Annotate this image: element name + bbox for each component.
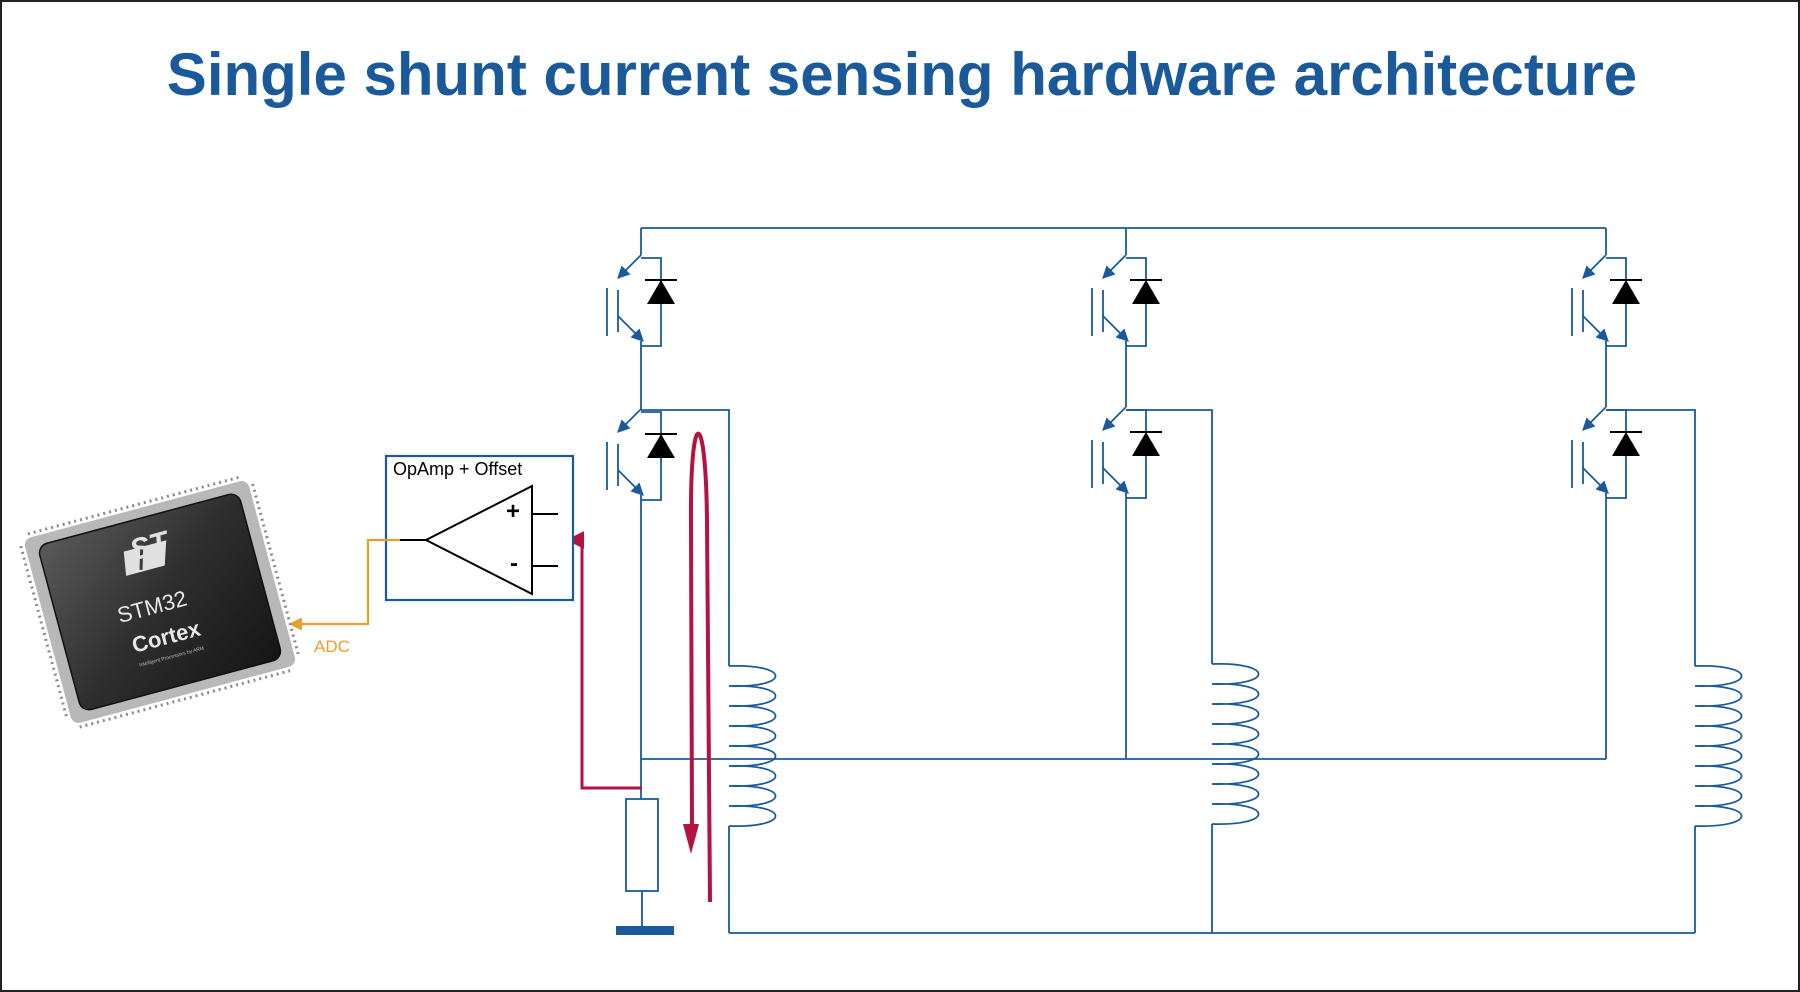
leg-2 <box>1092 228 1260 933</box>
motor-winding-3 <box>1694 664 1743 828</box>
leg-3 <box>1572 228 1743 933</box>
motor-winding-1 <box>728 664 777 828</box>
opamp-minus-sign: - <box>510 550 518 577</box>
current-sense-wire <box>566 531 642 790</box>
opamp-triangle-icon <box>423 484 533 596</box>
opamp-label: OpAmp + Offset <box>393 459 523 479</box>
opamp-plus-sign: + <box>506 498 521 525</box>
stm32-chip <box>19 475 301 729</box>
motor-winding-2 <box>1211 662 1260 826</box>
adc-label: ADC <box>314 637 350 656</box>
opamp-block <box>384 454 575 602</box>
adc-wire <box>288 538 400 631</box>
igbt-low-1 <box>607 382 677 510</box>
current-loop-arrowhead <box>683 824 699 854</box>
igbt-low-3 <box>1572 380 1642 508</box>
igbt-high-1 <box>607 228 677 356</box>
page-title: Single shunt current sensing hardware ar… <box>166 41 1638 108</box>
leg-1 <box>607 228 777 933</box>
st-logo-icon <box>123 540 167 576</box>
ground-icon <box>616 926 674 935</box>
igbt-high-3 <box>1572 228 1642 356</box>
chip-body <box>38 493 282 711</box>
shunt-resistor <box>625 798 659 892</box>
igbt-high-2 <box>1092 228 1162 356</box>
current-loop-arrow <box>688 431 712 903</box>
igbt-low-2 <box>1092 380 1162 508</box>
